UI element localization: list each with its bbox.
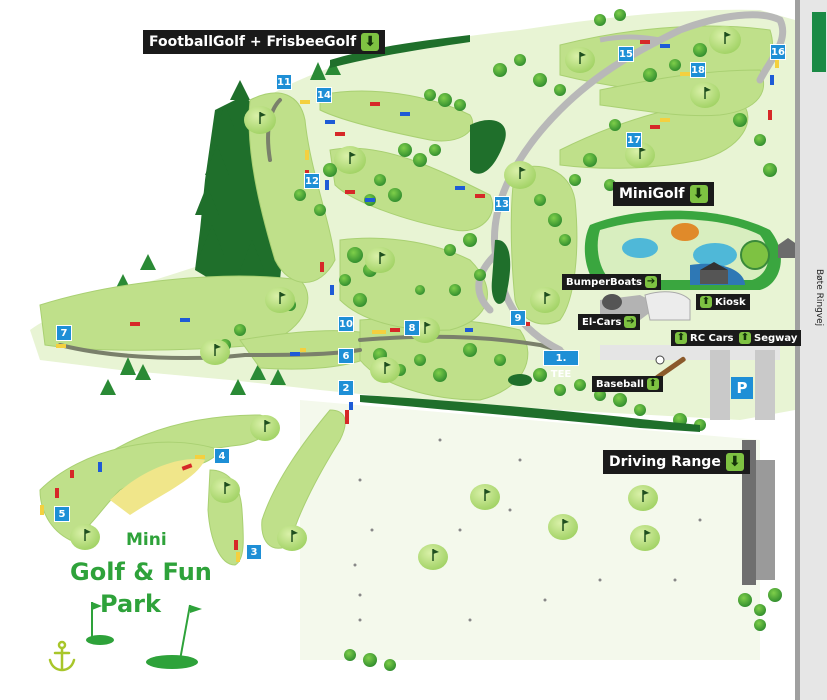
hole-marker-9: 9 — [510, 310, 526, 326]
hole-marker-18: 18 — [690, 62, 706, 78]
hole-marker-4: 4 — [214, 448, 230, 464]
arrow-down-icon: ⬇ — [689, 185, 708, 203]
arrow-right-icon: ➔ — [645, 276, 658, 288]
baseball-sign: Baseball ⬆ — [592, 376, 663, 392]
hole-marker-16: 16 — [770, 44, 786, 60]
facilities — [600, 291, 780, 585]
drivingrange-sign: Driving Range ⬇ — [603, 450, 750, 474]
drivingrange-label: Driving Range — [609, 454, 721, 470]
arrow-down-icon: ⬇ — [725, 453, 744, 471]
bumperboats-sign: BumperBoats ➔ — [562, 274, 662, 290]
arrow-right-icon: ➔ — [624, 316, 637, 328]
hole-marker-6: 6 — [338, 348, 354, 364]
minigolf-sign: MiniGolf ⬇ — [613, 182, 714, 206]
greens — [70, 26, 741, 570]
logo-line-2: Golf & Fun — [70, 558, 212, 586]
hole-marker-12: 12 — [304, 173, 320, 189]
hole-marker-17: 17 — [626, 132, 642, 148]
road-label: Bøte Ringvej — [814, 269, 824, 327]
baseball-label: Baseball — [596, 378, 644, 390]
kiosk-sign: ⬆ Kiosk — [696, 294, 750, 310]
minigolf-area — [584, 210, 798, 320]
rccars-sign: ⬆ RC Cars — [671, 330, 738, 346]
arrow-down-icon: ⬇ — [361, 33, 380, 51]
footballgolf-label: FootballGolf + FrisbeeGolf — [149, 34, 357, 50]
elcars-label: El-Cars — [582, 316, 622, 328]
segway-sign: ⬆ Segway — [735, 330, 802, 346]
parking-sign: P — [731, 377, 753, 399]
hole-marker-11: 11 — [276, 74, 292, 90]
baseball-bat — [654, 356, 686, 380]
minigolf-label: MiniGolf — [619, 186, 685, 202]
hole-marker-7: 7 — [56, 325, 72, 341]
hole-marker-8: 8 — [404, 320, 420, 336]
anchor-icon — [48, 640, 76, 672]
logo-flags — [86, 602, 202, 669]
footballgolf-sign: FootballGolf + FrisbeeGolf ⬇ — [143, 30, 386, 54]
hole-marker-3: 3 — [246, 544, 262, 560]
elcars-sign: El-Cars ➔ — [578, 314, 641, 330]
hole-marker-13: 13 — [494, 196, 510, 212]
rccars-label: RC Cars — [690, 332, 734, 344]
hole-marker-2: 2 — [338, 380, 354, 396]
hole-marker-1-tee: 1. TEE — [543, 350, 579, 380]
road — [795, 0, 827, 700]
arrow-up-icon: ⬆ — [675, 332, 687, 344]
segway-label: Segway — [754, 332, 798, 344]
arrow-up-icon: ⬆ — [739, 332, 751, 344]
bumperboats-label: BumperBoats — [566, 276, 643, 288]
hole-marker-5: 5 — [54, 506, 70, 522]
hole-marker-10: 10 — [338, 316, 354, 332]
hole-marker-15: 15 — [618, 46, 634, 62]
logo-line-1: Mini — [126, 530, 167, 550]
arrow-up-icon: ⬆ — [646, 378, 659, 390]
arrow-up-icon: ⬆ — [700, 296, 712, 308]
logo-line-3: Park — [100, 590, 161, 618]
kiosk-label: Kiosk — [715, 296, 746, 308]
tee-markers — [40, 40, 779, 562]
hole-marker-14: 14 — [316, 87, 332, 103]
